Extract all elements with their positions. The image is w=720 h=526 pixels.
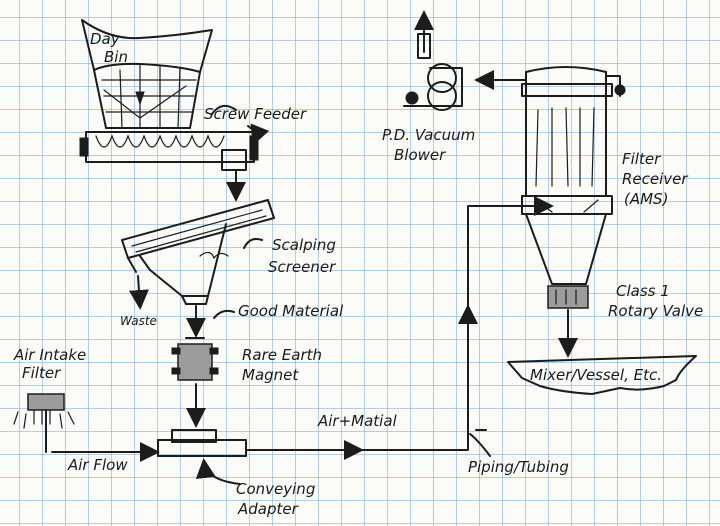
filter-receiver <box>521 66 626 285</box>
screw-feeder-label: Screw Feeder <box>204 105 307 123</box>
pd-vacuum-blower <box>403 10 527 111</box>
filter-label: Filter <box>622 150 661 168</box>
vacuum-label: P.D. Vacuum <box>382 126 476 144</box>
conveying-label-2: Adapter <box>238 500 298 518</box>
air-material-label: Air+Matial <box>318 412 397 430</box>
air-intake-label-2: Filter <box>22 364 61 382</box>
piping-label: Piping/Tubing <box>468 458 569 476</box>
air-intake-filter <box>13 393 75 453</box>
magnet-label: Rare Earth <box>242 346 323 364</box>
day-bin-label: Day <box>90 30 120 48</box>
rotary-valve <box>547 285 589 358</box>
screener-label: Screener <box>268 258 336 276</box>
valve-label-2: Rotary Valve <box>608 302 704 320</box>
air-intake-label: Air Intake <box>14 346 87 364</box>
scalping-screener <box>121 199 275 310</box>
conveying-label: Conveying <box>236 480 316 498</box>
day-bin <box>81 19 213 129</box>
day-bin-label-2: Bin <box>104 48 128 66</box>
rare-earth-magnet <box>171 337 219 381</box>
good-material-label: Good Material <box>238 302 344 320</box>
scalping-label: Scalping <box>272 236 336 254</box>
air-flow-label: Air Flow <box>68 456 128 474</box>
filter-label-3: (AMS) <box>624 190 669 208</box>
mixer-vessel <box>507 355 697 395</box>
vacuum-label-2: Blower <box>394 146 446 164</box>
filter-label-2: Receiver <box>622 170 688 188</box>
valve-label: Class 1 <box>616 282 670 300</box>
waste-label: Waste <box>120 314 157 328</box>
screw-feeder <box>79 104 270 171</box>
magnet-label-2: Magnet <box>242 366 299 384</box>
mixer-label: Mixer/Vessel, Etc. <box>530 366 662 384</box>
